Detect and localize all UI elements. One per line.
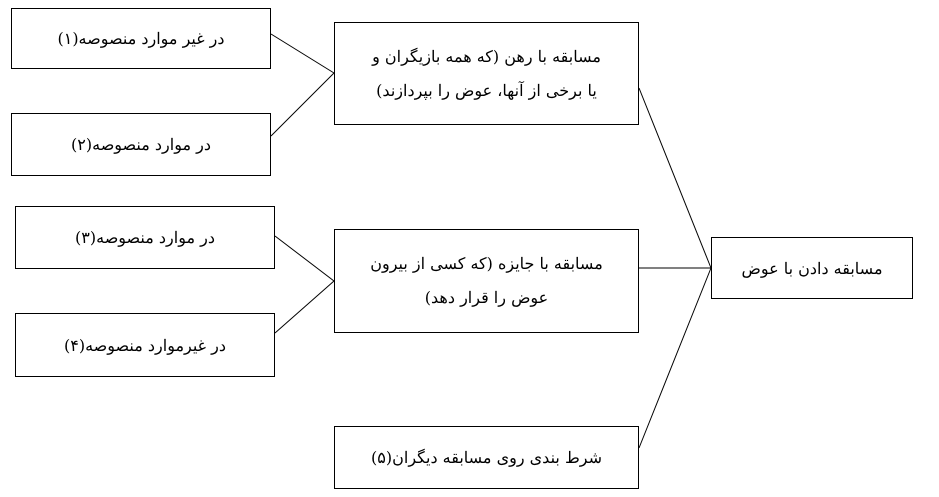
connector-b2-l3 (274, 235, 335, 282)
connector-b1-l2 (270, 72, 335, 137)
branch-node-prize: مسابقه با جایزه (که کسی از بیرون عوض را … (334, 229, 639, 333)
leaf-node-1: در غیر موارد منصوصه(۱) (11, 8, 271, 69)
branch-node-prize-line1: مسابقه با جایزه (که کسی از بیرون (370, 254, 603, 273)
leaf-node-2-label: در موارد منصوصه(۲) (71, 135, 211, 154)
leaf-node-1-label: در غیر موارد منصوصه(۱) (57, 29, 225, 48)
branch-node-betting: شرط بندی روی مسابقه دیگران(۵) (334, 426, 639, 489)
root-node: مسابقه دادن با عوض (711, 237, 913, 299)
leaf-node-3-label: در موارد منصوصه(۳) (75, 228, 215, 247)
leaf-node-3: در موارد منصوصه(۳) (15, 206, 275, 269)
root-node-label: مسابقه دادن با عوض (741, 258, 883, 278)
connector-root-b3 (638, 267, 712, 449)
branch-node-stake-line1: مسابقه با رهن (که همه بازیگران و (372, 46, 601, 66)
connector-root-b1 (638, 87, 712, 269)
leaf-node-2: در موارد منصوصه(۲) (11, 113, 271, 176)
connector-b2-l4 (274, 280, 335, 334)
connector-b1-l1 (270, 33, 335, 74)
leaf-node-4: در غیرموارد منصوصه(۴) (15, 313, 275, 377)
branch-node-stake-line2: یا برخی از آنها، عوض را بپردازند) (376, 80, 597, 100)
branch-node-prize-line2: عوض را قرار دهد) (424, 288, 549, 307)
leaf-node-4-label: در غیرموارد منصوصه(۴) (64, 335, 226, 355)
branch-node-stake: مسابقه با رهن (که همه بازیگران و یا برخی… (334, 22, 639, 125)
branch-node-betting-label: شرط بندی روی مسابقه دیگران(۵) (371, 448, 602, 467)
